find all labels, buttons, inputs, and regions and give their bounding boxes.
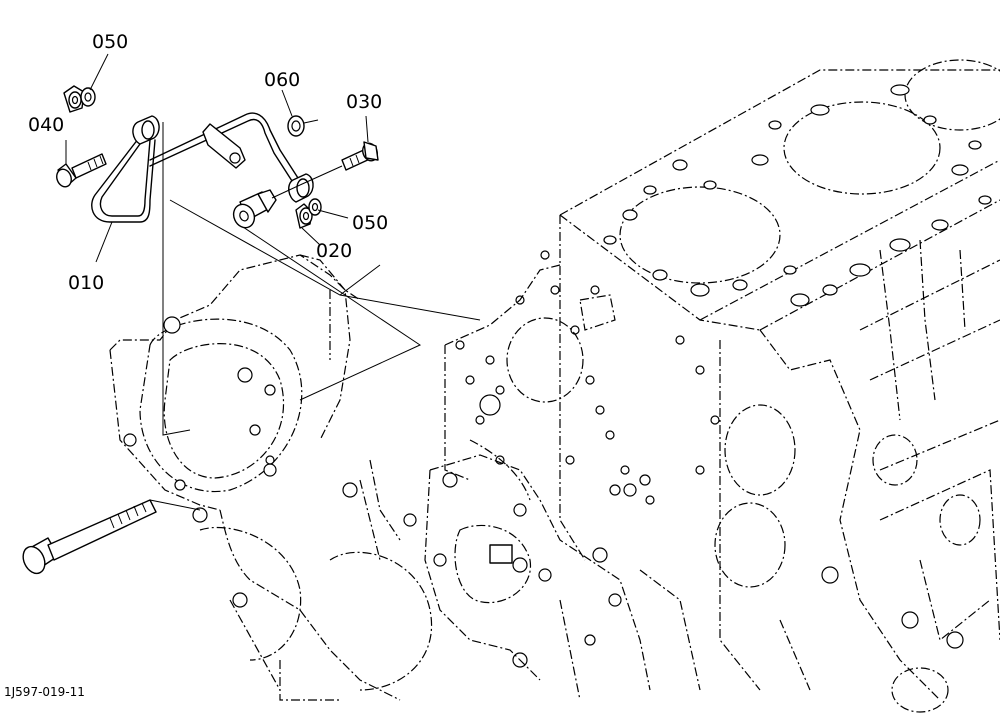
drawing-code: 1J597-019-11 [4,685,85,699]
leader-lines [149,122,481,511]
adaptor-020 [232,184,301,229]
long-bolt [22,499,157,575]
callout-050-lower: 050 [352,212,388,234]
callout-060: 060 [264,69,300,91]
washer-050-lower [295,198,322,229]
callout-040: 040 [28,114,64,136]
callout-leaders [65,53,369,263]
callout-020: 020 [316,240,352,262]
callout-030: 030 [346,91,382,113]
callout-010: 010 [68,272,104,294]
washer-060 [287,115,319,137]
callout-050-top: 050 [92,31,128,53]
washer-050-top [63,85,96,113]
banjo-bolt-030 [299,141,379,186]
engine-block [444,59,1000,713]
banjo-bolt-040 [56,153,107,188]
gear-case [109,254,701,701]
pipe-assembly [91,112,314,223]
